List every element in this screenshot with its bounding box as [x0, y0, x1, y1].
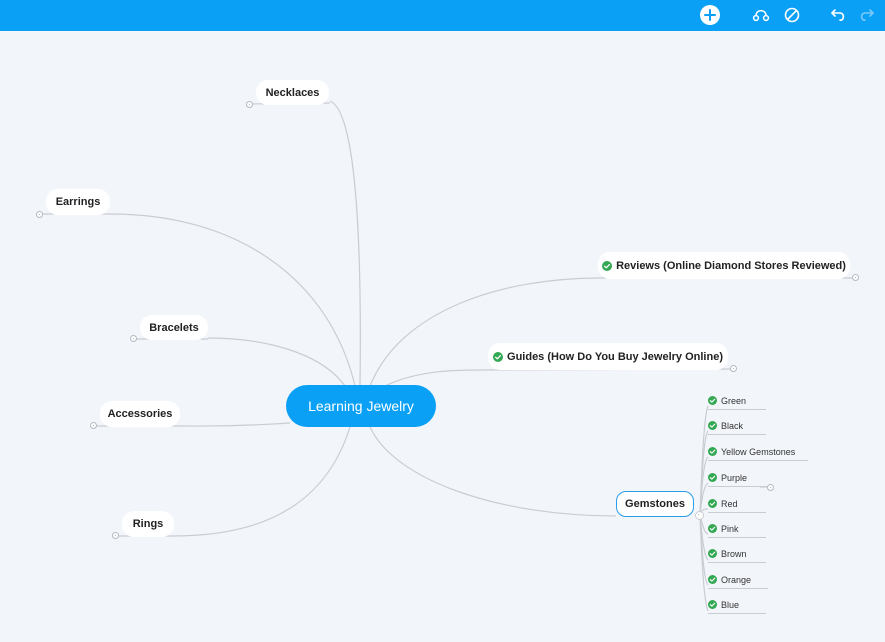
- topic-reviews[interactable]: Reviews (Online Diamond Stores Reviewed): [598, 252, 850, 279]
- subtopic-black[interactable]: Black: [708, 417, 766, 435]
- central-topic[interactable]: Learning Jewelry: [286, 385, 436, 427]
- subtopic-pink[interactable]: Pink: [708, 520, 766, 538]
- central-topic-label: Learning Jewelry: [308, 398, 414, 414]
- toolbar: [0, 0, 885, 31]
- redo-icon: [860, 9, 874, 21]
- subtopic-blue[interactable]: Blue: [708, 596, 766, 614]
- collapse-toggle-accessories[interactable]: [90, 422, 97, 429]
- check-icon: [708, 524, 717, 533]
- check-icon: [708, 473, 717, 482]
- topic-label: Bracelets: [149, 321, 199, 334]
- subtopic-yellow-gemstones[interactable]: Yellow Gemstones: [708, 443, 808, 461]
- topic-label: Earrings: [55, 196, 101, 208]
- collapse-toggle-reviews[interactable]: [852, 274, 859, 281]
- check-icon: [708, 499, 717, 508]
- topic-accessories[interactable]: Accessories: [100, 401, 180, 427]
- topic-label: Gemstones: [625, 498, 685, 510]
- check-icon: [708, 575, 717, 584]
- mind-map-canvas[interactable]: Learning Jewelry Necklaces Earrings Brac…: [0, 31, 885, 642]
- disable-button[interactable]: [779, 3, 805, 27]
- subtopic-label: Brown: [721, 548, 747, 559]
- plus-circle-icon: [700, 5, 720, 25]
- collapse-toggle-necklaces[interactable]: [246, 101, 253, 108]
- topic-label: Reviews (Online Diamond Stores Reviewed): [616, 259, 846, 272]
- check-icon: [602, 260, 613, 271]
- topic-label: Accessories: [107, 408, 173, 420]
- topic-gemstones[interactable]: Gemstones: [616, 491, 694, 517]
- check-icon: [708, 549, 717, 558]
- subtopic-label: Purple: [721, 472, 748, 483]
- subtopic-label: Blue: [721, 599, 740, 610]
- subtopic-label: Red: [721, 498, 738, 509]
- check-icon: [708, 396, 717, 405]
- subtopic-label: Black: [721, 420, 744, 431]
- collapse-toggle-gemstones[interactable]: [695, 511, 704, 520]
- check-icon: [708, 447, 717, 456]
- subtopic-label: Green: [721, 395, 747, 406]
- topic-necklaces[interactable]: Necklaces: [256, 80, 329, 105]
- collapse-toggle-guides[interactable]: [730, 365, 737, 372]
- subtopic-green[interactable]: Green: [708, 392, 766, 410]
- topic-label: Necklaces: [265, 86, 320, 99]
- relationship-button[interactable]: [748, 3, 774, 27]
- topic-label: Guides (How Do You Buy Jewelry Online): [507, 350, 723, 363]
- collapse-toggle-purple[interactable]: [767, 484, 774, 491]
- topic-guides[interactable]: Guides (How Do You Buy Jewelry Online): [488, 343, 728, 370]
- subtopic-red[interactable]: Red: [708, 495, 766, 513]
- subtopic-brown[interactable]: Brown: [708, 545, 766, 563]
- check-icon: [493, 351, 504, 362]
- subtopic-label: Orange: [721, 574, 752, 585]
- undo-icon: [831, 9, 845, 21]
- subtopic-label: Pink: [721, 523, 739, 534]
- redo-button[interactable]: [854, 3, 880, 27]
- subtopic-purple[interactable]: Purple: [708, 469, 768, 487]
- collapse-toggle-bracelets[interactable]: [130, 335, 137, 342]
- topic-rings[interactable]: Rings: [122, 511, 174, 537]
- subtopic-orange[interactable]: Orange: [708, 571, 768, 589]
- collapse-toggle-rings[interactable]: [112, 532, 119, 539]
- collapse-toggle-earrings[interactable]: [36, 211, 43, 218]
- add-topic-button[interactable]: [697, 3, 723, 27]
- topic-label: Rings: [132, 518, 164, 530]
- topic-bracelets[interactable]: Bracelets: [140, 315, 208, 340]
- check-icon: [708, 421, 717, 430]
- subtopic-label: Yellow Gemstones: [721, 446, 796, 457]
- topic-earrings[interactable]: Earrings: [46, 189, 110, 215]
- no-symbol-icon: [784, 7, 800, 23]
- undo-button[interactable]: [825, 3, 851, 27]
- relationship-curve-icon: [752, 9, 770, 22]
- check-icon: [708, 600, 717, 609]
